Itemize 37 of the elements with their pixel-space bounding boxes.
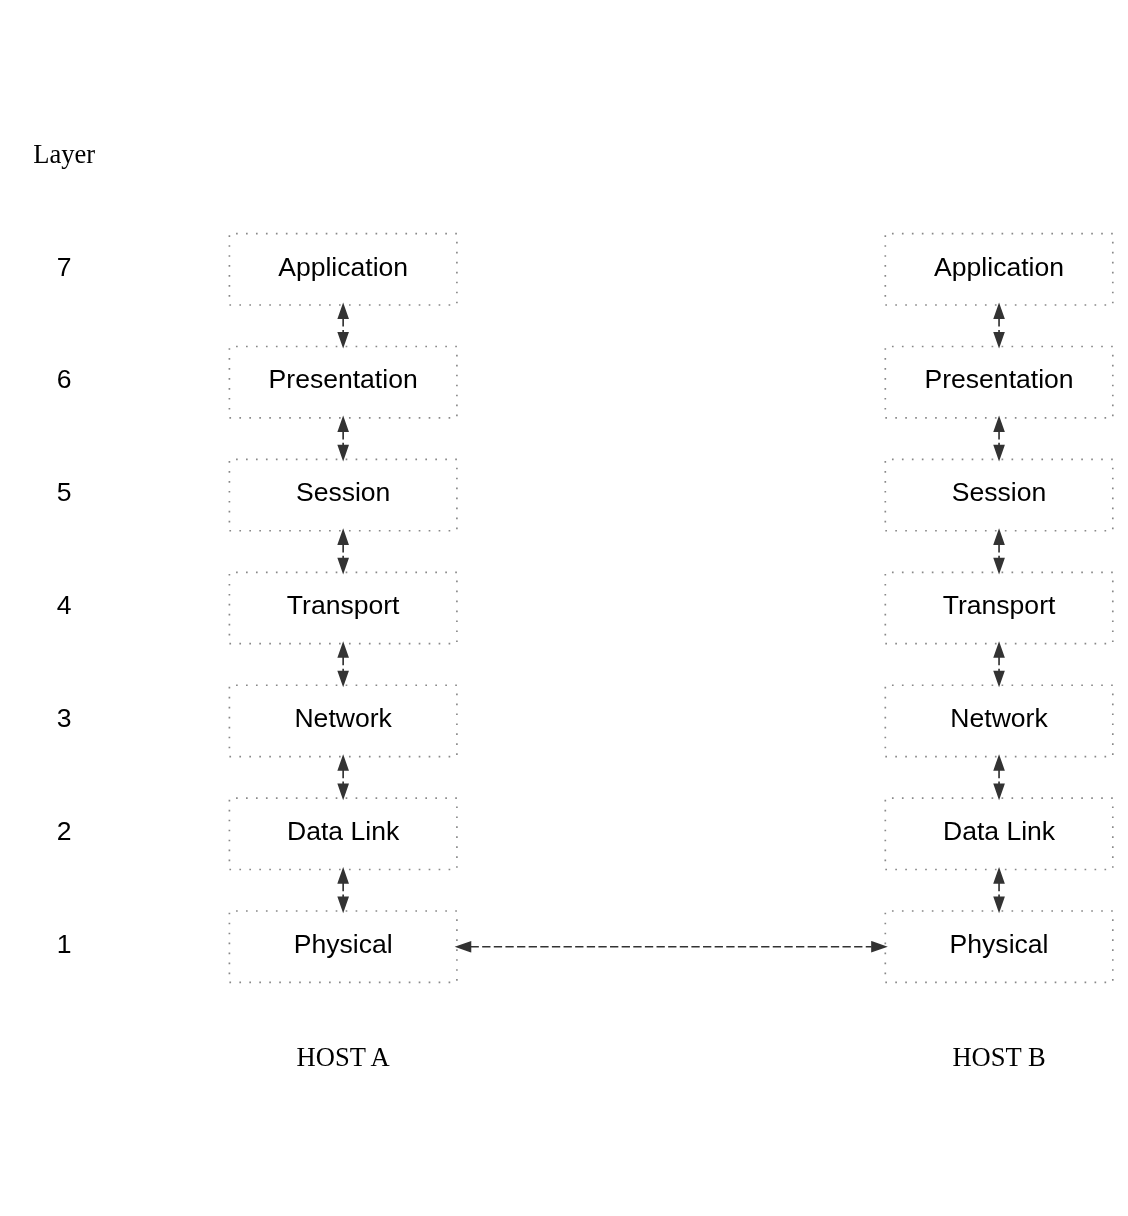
arrow [337,867,349,914]
node-box: Transport [884,571,1114,645]
arrow [454,940,888,953]
arrow [993,528,1005,575]
node-box: Physical [228,910,458,984]
node-box: Network [884,684,1114,758]
label: 3 [56,703,72,734]
node-box: Application [228,232,458,306]
node-box: Presentation [884,345,1114,419]
arrow [337,641,349,688]
arrow [337,754,349,801]
node-box: Network [228,684,458,758]
node-box: Physical [884,910,1114,984]
label: 2 [56,816,72,847]
node-box: Transport [228,571,458,645]
node-box: Data Link [884,797,1114,871]
arrow [993,415,1005,462]
label: HOST B [952,1041,1046,1072]
node-box: Data Link [228,797,458,871]
node-box: Application [884,232,1114,306]
node-box: Presentation [228,345,458,419]
arrow [993,867,1005,914]
arrow [993,754,1005,801]
label: Layer [33,138,96,169]
label: HOST A [296,1041,390,1072]
arrow [993,641,1005,688]
label: 5 [56,477,72,508]
arrow [337,415,349,462]
label: 6 [56,364,72,395]
label: 1 [56,929,72,960]
arrow [337,302,349,349]
arrow [337,528,349,575]
node-box: Session [884,458,1114,532]
arrow [993,302,1005,349]
label: 7 [56,251,72,282]
node-box: Session [228,458,458,532]
label: 4 [56,590,72,621]
